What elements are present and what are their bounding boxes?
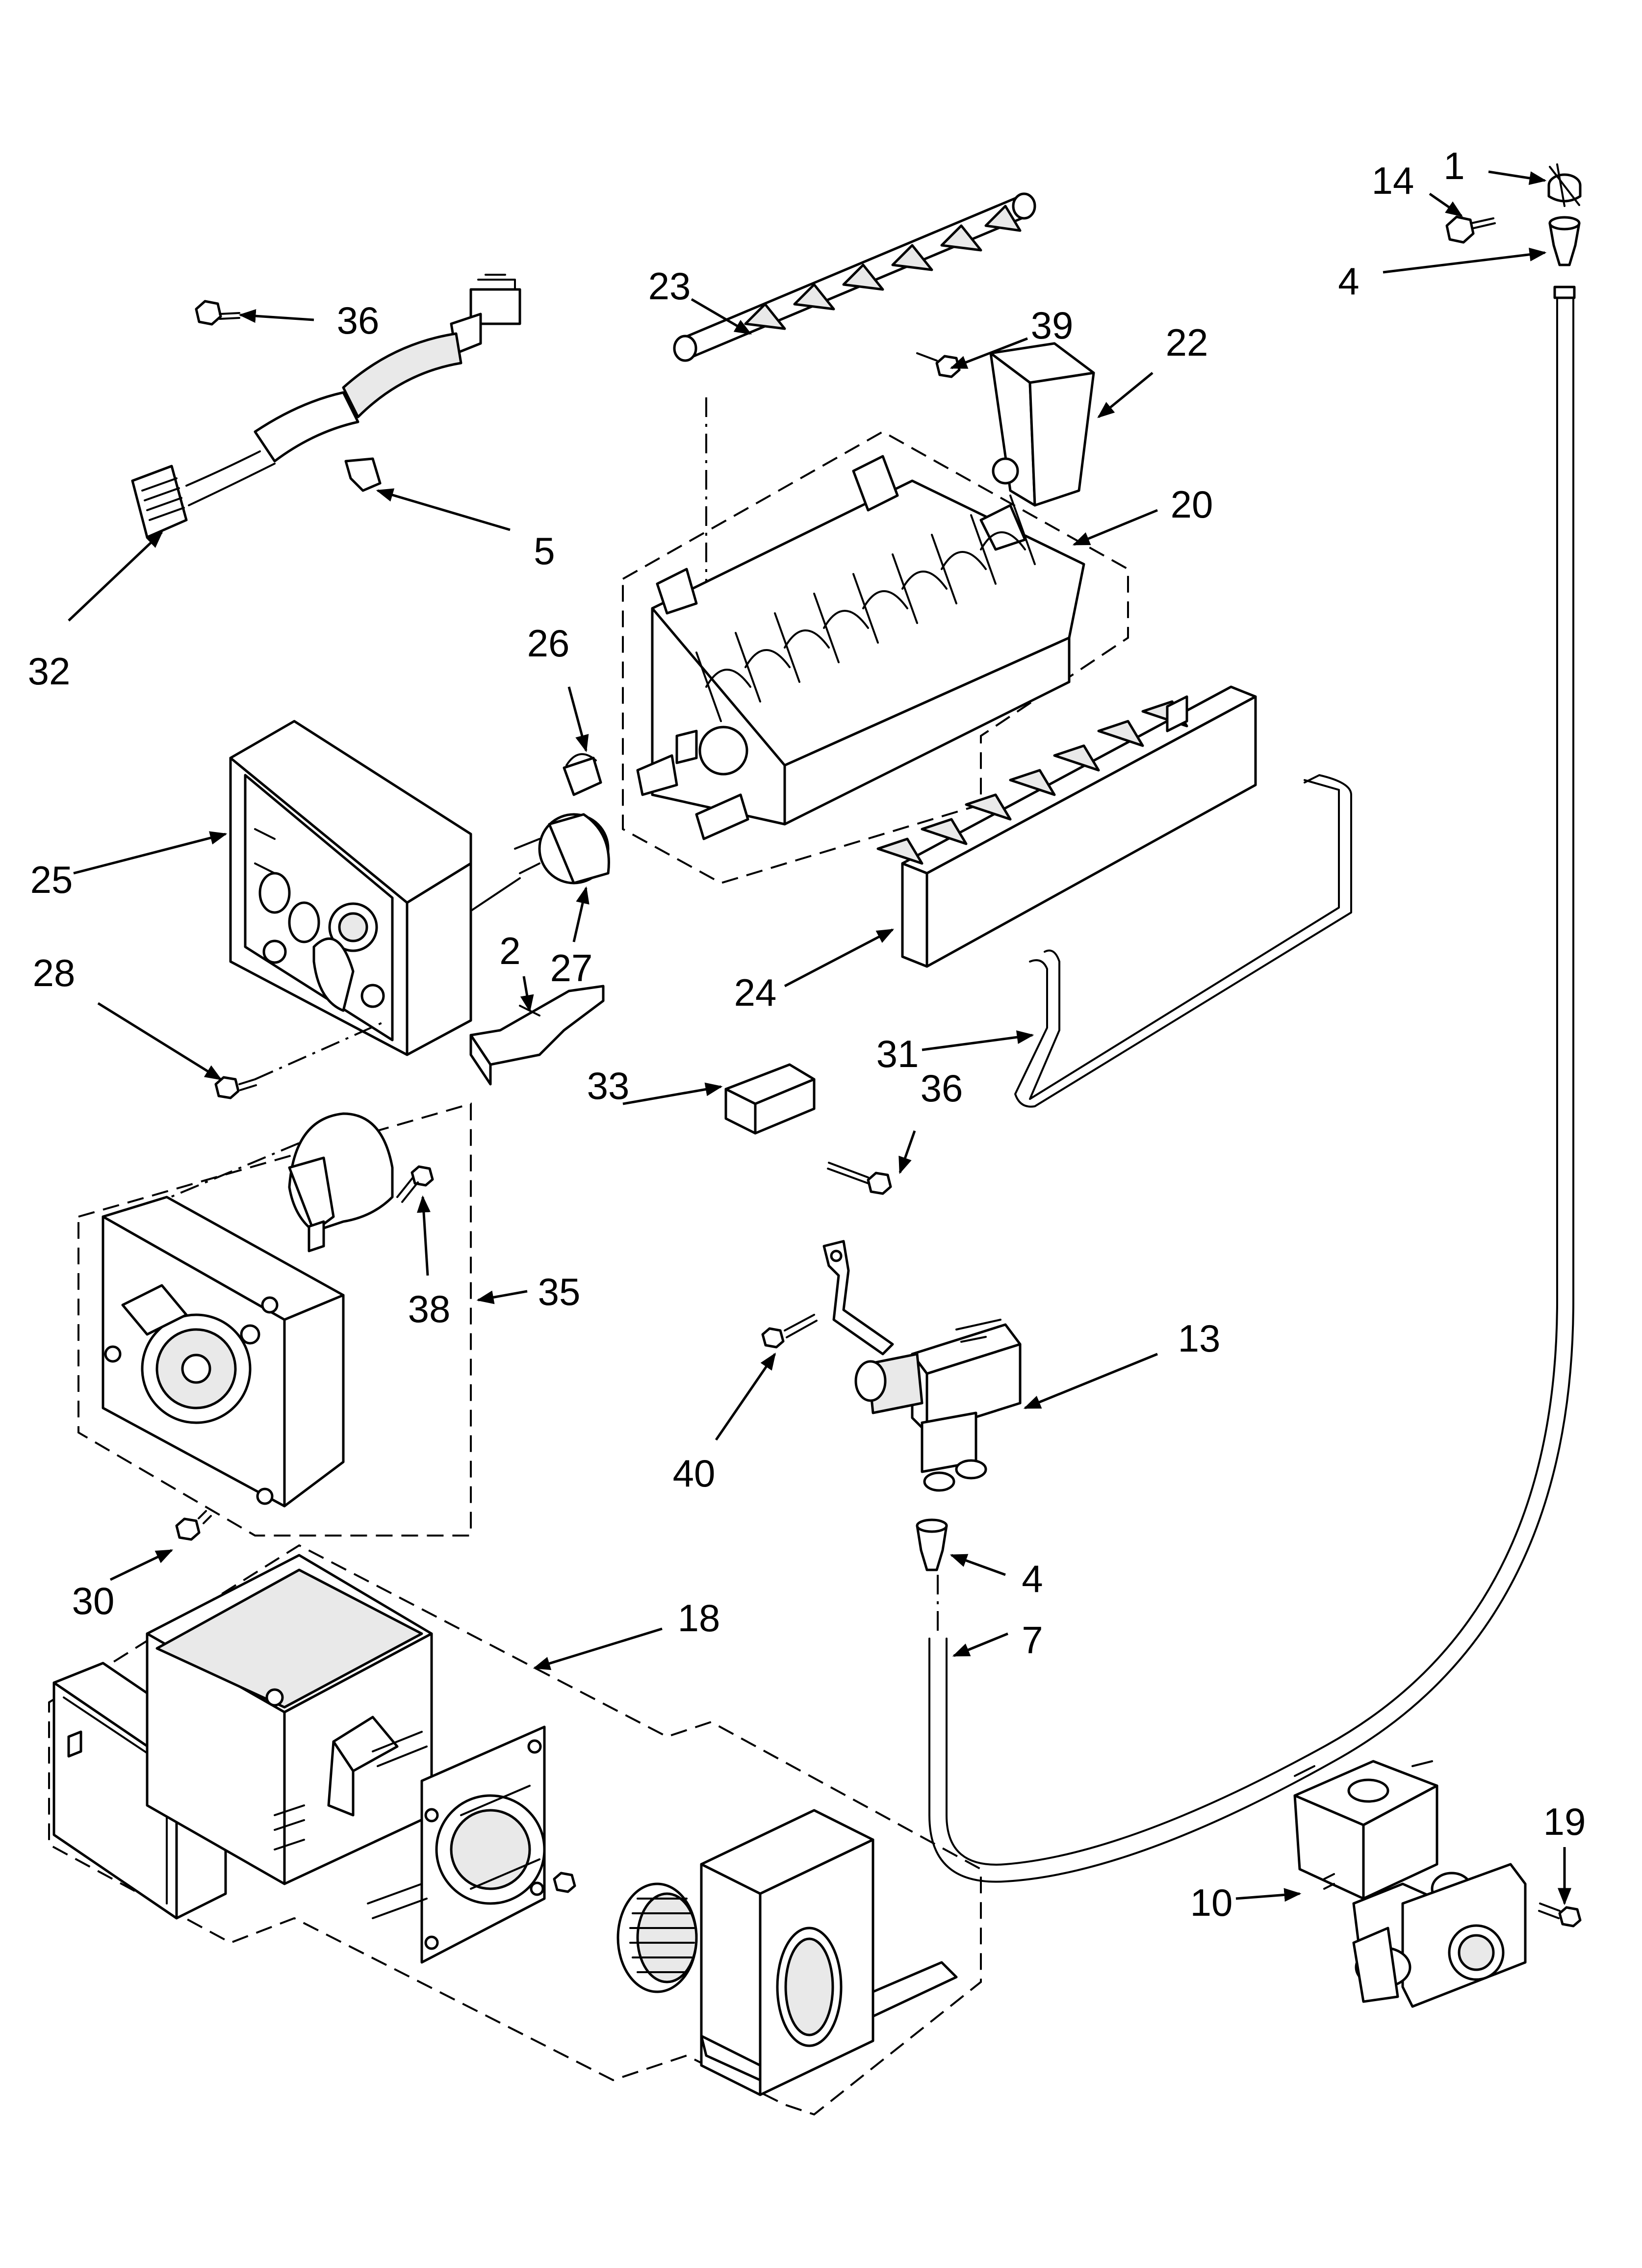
callout-39: 39 (1031, 304, 1074, 347)
callout-14: 14 (1372, 159, 1414, 202)
stripper-part-24 (876, 685, 1257, 968)
callout-4-bottom: 4 (1022, 1557, 1043, 1600)
callout-22: 22 (1166, 321, 1208, 364)
callout-5: 5 (534, 529, 555, 573)
screw-part-36-mid (827, 1162, 892, 1195)
callout-25: 25 (30, 858, 73, 901)
housing-part-25 (229, 720, 472, 1056)
callout-4-top: 4 (1338, 260, 1359, 303)
callout-31: 31 (876, 1032, 919, 1075)
clip-part-5 (344, 457, 382, 492)
callout-26: 26 (527, 622, 570, 665)
leader-lines (68, 170, 1571, 1905)
callout-1: 1 (1443, 144, 1464, 187)
ferrule-part-4-top (1548, 216, 1581, 266)
callout-32: 32 (28, 650, 71, 693)
wire-harness-part-32 (131, 274, 521, 539)
callout-40: 40 (673, 1452, 716, 1495)
tube-fitting-part-1 (1547, 163, 1582, 207)
callout-labels: 1 14 4 36 23 39 22 20 5 32 26 25 27 2 28… (28, 144, 1586, 1924)
callout-27: 27 (550, 946, 593, 990)
motor-part-38-body (288, 1112, 394, 1252)
callout-24: 24 (734, 971, 777, 1014)
fan-assembly-part-18 (48, 1544, 982, 2116)
screw-part-14 (1445, 215, 1496, 244)
callout-18: 18 (678, 1596, 720, 1640)
callout-28: 28 (33, 951, 76, 994)
screw-part-28 (214, 1019, 388, 1099)
screw-part-30 (175, 1510, 212, 1541)
valve-part-13 (822, 1240, 1022, 1492)
shutoff-arm-part-31 (1014, 774, 1352, 1108)
ejector-part-23 (673, 192, 1036, 362)
screw-part-36-top (195, 300, 240, 326)
callout-38: 38 (408, 1287, 451, 1330)
motor-assembly-part-35 (77, 1102, 472, 1537)
screw-part-39 (916, 352, 961, 378)
callout-35: 35 (538, 1270, 581, 1313)
clip-part-26 (563, 753, 602, 796)
callout-19: 19 (1543, 1800, 1586, 1843)
callout-7: 7 (1022, 1618, 1043, 1662)
ferrule-part-4-bottom (916, 1518, 948, 1634)
callout-23: 23 (648, 264, 691, 308)
callout-30: 30 (72, 1579, 115, 1622)
ice-mold-part-20 (622, 397, 1129, 885)
thermostat-part-27 (460, 813, 610, 918)
screw-part-40 (761, 1314, 818, 1349)
callout-20: 20 (1171, 483, 1213, 526)
bracket-part-33 (724, 1063, 816, 1135)
fill-cup-part-22 (989, 342, 1095, 507)
cover-part-2 (469, 985, 605, 1086)
callout-2: 2 (499, 929, 520, 972)
callout-36-top: 36 (337, 299, 380, 342)
callout-33: 33 (587, 1064, 630, 1107)
callout-36-mid: 36 (921, 1067, 963, 1110)
valve-part-10 (1293, 1760, 1527, 2008)
callout-13: 13 (1178, 1317, 1221, 1360)
water-tube (928, 286, 1576, 1883)
screw-part-38 (396, 1165, 434, 1203)
callout-10: 10 (1190, 1881, 1233, 1924)
screw-part-19 (1538, 1903, 1582, 1928)
